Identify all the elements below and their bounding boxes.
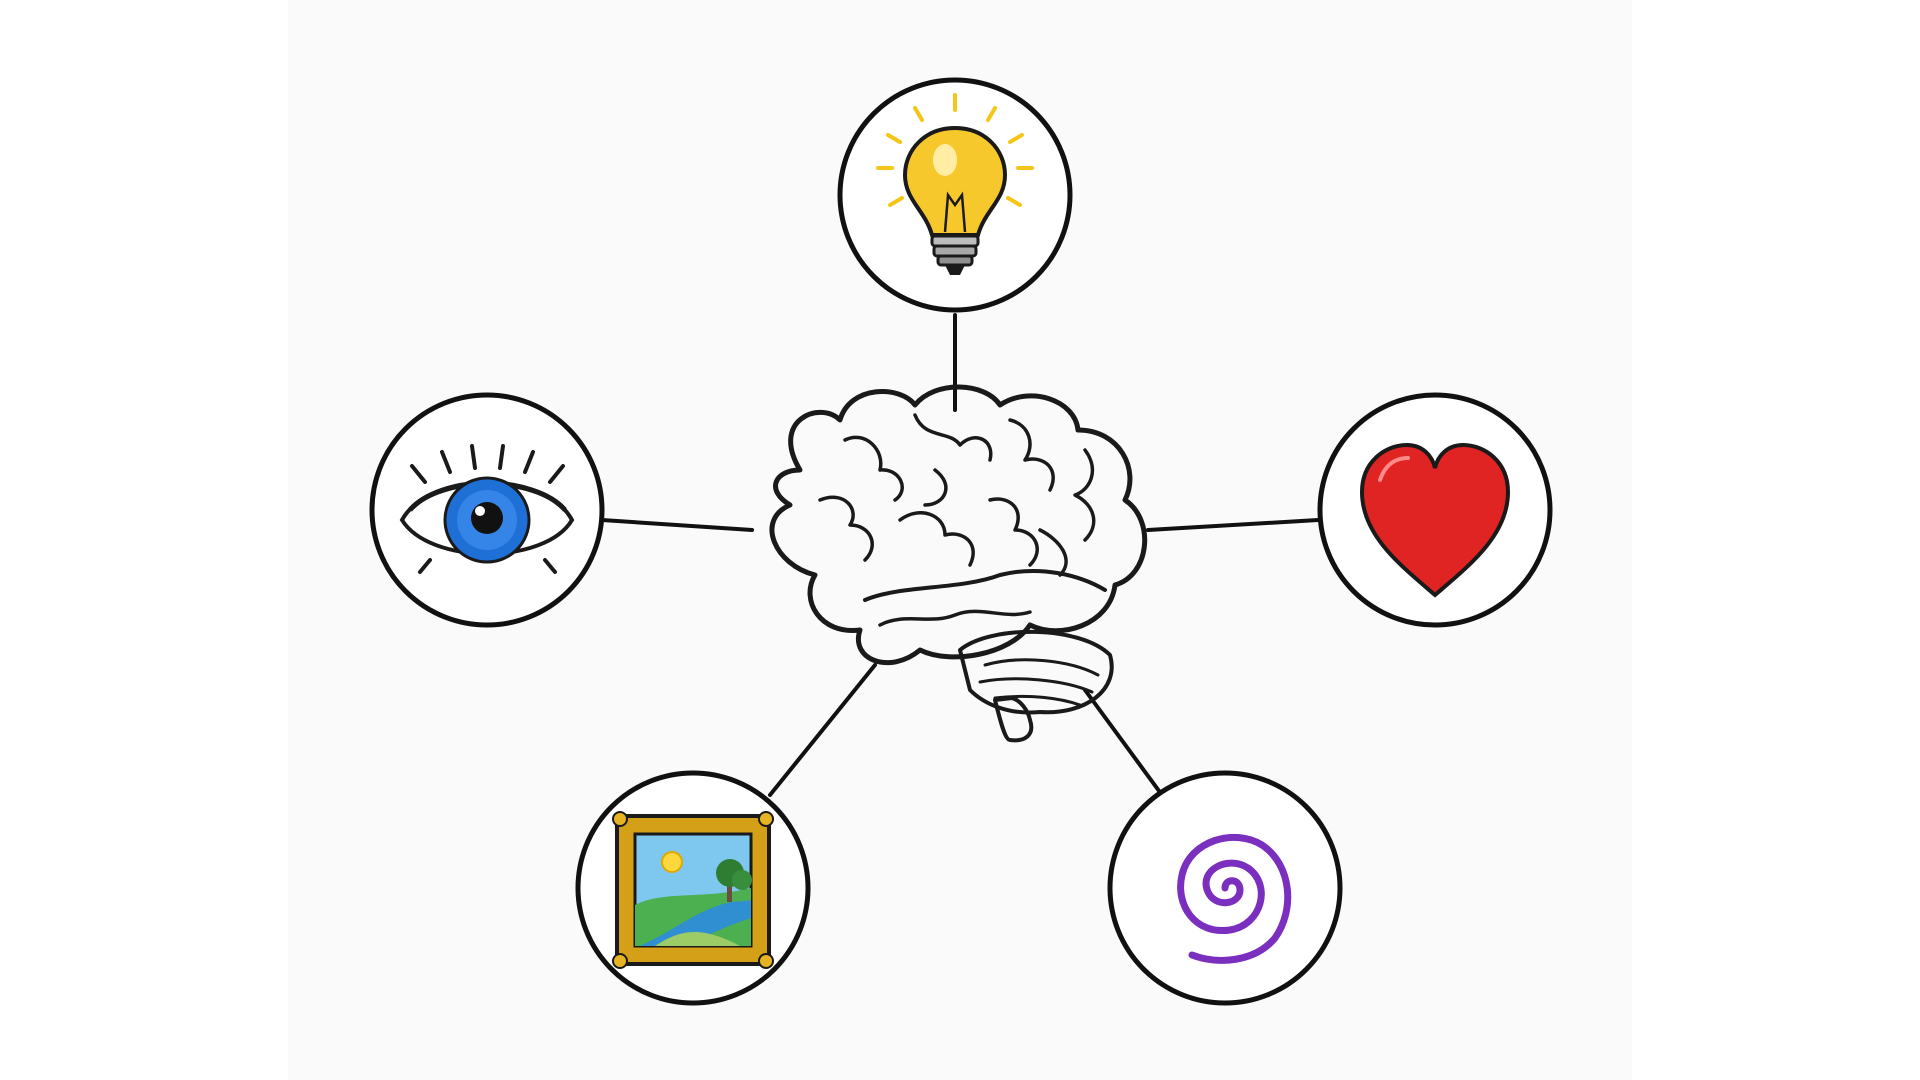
brain-icon [769,384,1148,743]
connector-painting [768,663,877,797]
connector-heart [1146,518,1320,532]
node-lightbulb [837,77,1073,313]
framed-landscape-icon [612,811,774,969]
connector-eye [600,518,754,532]
node-eye [369,392,605,628]
lightbulb-icon [876,93,1034,275]
connectors [600,313,1320,797]
eye-icon [399,444,575,574]
node-spiral [1107,770,1343,1006]
node-painting [575,770,811,1006]
node-heart [1317,392,1553,628]
connector-spiral [1083,688,1164,797]
spiral-icon [1177,833,1292,964]
heart-icon [1359,442,1511,598]
